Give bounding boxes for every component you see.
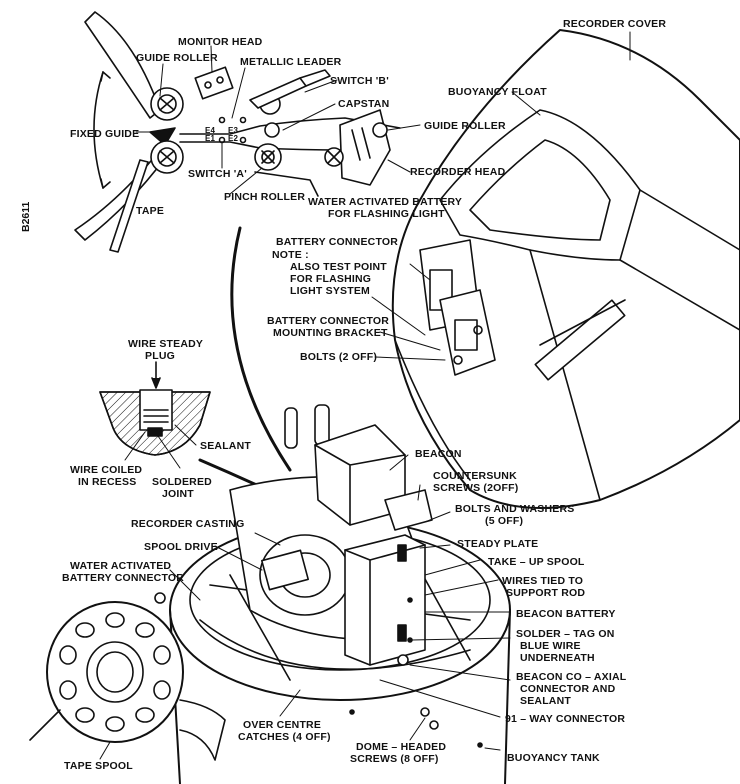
label-take-up-spool: TAKE – UP SPOOL	[488, 556, 585, 568]
label-e2: E2	[228, 134, 239, 143]
label-e1: E1	[205, 134, 216, 143]
label-wires-tied-2: SUPPORT ROD	[506, 587, 586, 599]
label-countersunk-1: COUNTERSUNK	[433, 470, 517, 482]
tape-transport-assembly	[74, 11, 401, 253]
label-monitor-head: MONITOR HEAD	[178, 36, 263, 48]
label-91-way-connector: 91 – WAY CONNECTOR	[505, 713, 626, 725]
label-e3: E3	[228, 126, 239, 135]
dome-headed-screw	[420, 707, 430, 717]
label-guide-roller-top: GUIDE ROLLER	[136, 52, 218, 64]
label-fixed-guide: FIXED GUIDE	[70, 128, 140, 140]
label-water-battery-flash-1: WATER ACTIVATED BATTERY	[308, 196, 463, 208]
label-bolts-washers-1: BOLTS AND WASHERS	[455, 503, 575, 515]
label-dome-headed-2: SCREWS (8 OFF)	[350, 753, 439, 765]
label-beacon: BEACON	[415, 448, 462, 460]
label-e4: E4	[205, 126, 216, 135]
label-note-2: FOR FLASHING	[290, 273, 372, 285]
label-bracket-1: BATTERY CONNECTOR	[267, 315, 390, 327]
label-bolts-washers-2: (5 OFF)	[485, 515, 524, 527]
label-water-battery-flash-2: FOR FLASHING LIGHT	[328, 208, 445, 220]
label-soldered-1: SOLDERED	[152, 476, 212, 488]
leader-lines	[99, 31, 631, 760]
label-over-centre-1: OVER CENTRE	[243, 719, 322, 731]
label-sealant: SEALANT	[200, 440, 251, 452]
tape-spool	[29, 592, 226, 761]
beacon-battery	[344, 534, 426, 666]
label-bolts-2: BOLTS (2 OFF)	[300, 351, 378, 363]
label-spool-drive: SPOOL DRIVE	[144, 541, 218, 553]
label-wire-steady-2: PLUG	[145, 350, 175, 362]
label-note: NOTE :	[272, 249, 309, 261]
label-wire-coiled-2: IN RECESS	[78, 476, 137, 488]
recorder-cover	[391, 29, 740, 509]
label-bracket-2: MOUNTING BRACKET	[273, 327, 388, 339]
label-guide-roller-right: GUIDE ROLLER	[424, 120, 506, 132]
label-recorder-head: RECORDER HEAD	[410, 166, 506, 178]
label-tape: TAPE	[136, 205, 165, 217]
label-water-battery-conn-2: BATTERY CONNECTOR	[62, 572, 185, 584]
label-tape-spool: TAPE SPOOL	[64, 760, 133, 772]
label-wire-coiled-1: WIRE COILED	[70, 464, 143, 476]
wire-steady-plug-detail	[99, 361, 211, 456]
label-switch-a: SWITCH 'A'	[188, 168, 247, 180]
label-coaxial-2: CONNECTOR AND	[520, 683, 616, 695]
label-note-1: ALSO TEST POINT	[290, 261, 387, 273]
label-metallic-leader: METALLIC LEADER	[240, 56, 342, 68]
label-solder-tag-1: SOLDER – TAG ON	[516, 628, 615, 640]
label-switch-b: SWITCH 'B'	[330, 75, 389, 87]
label-water-battery-conn-1: WATER ACTIVATED	[70, 560, 172, 572]
label-note-3: LIGHT SYSTEM	[290, 285, 370, 297]
label-wires-tied-1: WIRES TIED TO	[502, 575, 584, 587]
label-battery-connector: BATTERY CONNECTOR	[276, 236, 399, 248]
label-capstan: CAPSTAN	[338, 98, 390, 110]
label-beacon-battery: BEACON BATTERY	[516, 608, 616, 620]
label-recorder-cover: RECORDER COVER	[563, 18, 667, 30]
connection-arrow	[230, 226, 292, 472]
label-dome-headed-1: DOME – HEADED	[356, 741, 447, 753]
label-recorder-casting: RECORDER CASTING	[131, 518, 245, 530]
drawing-id: B2611	[20, 201, 32, 232]
label-soldered-2: JOINT	[162, 488, 194, 500]
label-coaxial-3: SEALANT	[520, 695, 571, 707]
label-wire-steady-1: WIRE STEADY	[128, 338, 204, 350]
label-coaxial-1: BEACON CO – AXIAL	[516, 671, 627, 683]
label-buoyancy-float: BUOYANCY FLOAT	[448, 86, 547, 98]
label-solder-tag-3: UNDERNEATH	[520, 652, 595, 664]
beacon-unit	[314, 424, 433, 531]
label-over-centre-2: CATCHES (4 OFF)	[238, 731, 331, 743]
label-steady-plate: STEADY PLATE	[457, 538, 539, 550]
label-countersunk-2: SCREWS (2OFF)	[433, 482, 519, 494]
label-buoyancy-tank: BUOYANCY TANK	[507, 752, 600, 764]
label-pinch-roller: PINCH ROLLER	[224, 191, 306, 203]
label-solder-tag-2: BLUE WIRE	[520, 640, 581, 652]
